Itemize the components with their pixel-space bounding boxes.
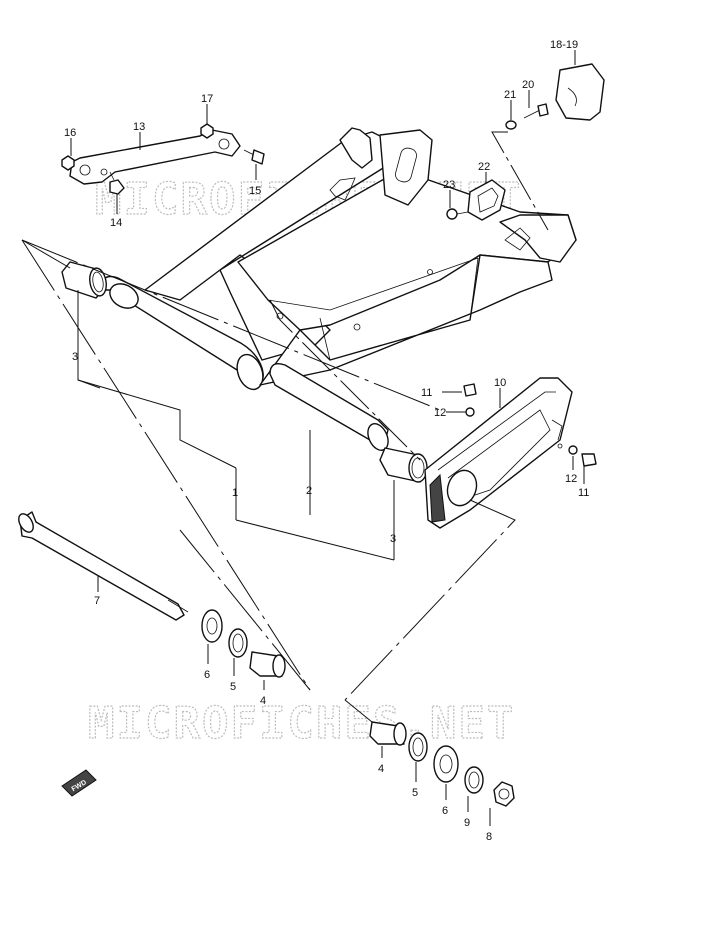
bearing-lower <box>379 447 429 483</box>
callout-5-right: 5 <box>412 787 418 799</box>
callout-7: 7 <box>94 595 100 607</box>
washer-9 <box>464 766 484 794</box>
callout-6-right: 6 <box>442 805 448 817</box>
callout-17: 17 <box>201 93 213 105</box>
screw-23 <box>446 208 469 220</box>
bolt-11-lower <box>581 453 597 467</box>
callout-4-left: 4 <box>260 695 266 707</box>
nut-8 <box>493 781 515 807</box>
chain-case <box>424 377 573 529</box>
callout-21: 21 <box>504 89 516 101</box>
callout-22: 22 <box>478 161 490 173</box>
washer-21 <box>505 120 517 130</box>
plate-22 <box>467 179 506 221</box>
nut-16 <box>61 155 75 171</box>
pivot-axle <box>18 511 189 621</box>
callout-4-right: 4 <box>378 763 384 775</box>
torque-link <box>69 129 241 185</box>
callout-11-upper: 11 <box>421 387 432 399</box>
washer-6b <box>433 745 459 783</box>
pivot-tube <box>269 362 389 451</box>
callout-16: 16 <box>64 127 76 139</box>
screw-20 <box>523 103 549 119</box>
chain-guide <box>555 63 605 121</box>
bolt-15 <box>243 149 265 165</box>
bearing-upper <box>61 261 107 299</box>
callout-2: 2 <box>306 485 312 497</box>
washer-6a <box>201 609 223 643</box>
callout-3-upper: 3 <box>72 351 78 363</box>
callout-8: 8 <box>486 831 492 843</box>
callout-15: 15 <box>249 185 261 197</box>
nut-17 <box>200 123 214 139</box>
callout-5-left: 5 <box>230 681 236 693</box>
callout-12-lower: 12 <box>565 473 577 485</box>
washer-12-upper <box>465 407 475 417</box>
callout-13: 13 <box>133 121 145 133</box>
callout-3-lower: 3 <box>390 533 396 545</box>
callout-20: 20 <box>522 79 534 91</box>
fwd-badge: FWD <box>61 769 97 797</box>
callout-23: 23 <box>443 179 455 191</box>
washer-5b <box>408 732 428 762</box>
callout-6-left: 6 <box>204 669 210 681</box>
washer-5a <box>228 628 248 658</box>
callout-10: 10 <box>494 377 506 389</box>
spacer-4b <box>369 721 407 746</box>
callout-9: 9 <box>464 817 470 829</box>
spacer-4a <box>249 651 286 678</box>
callout-1: 1 <box>232 487 238 499</box>
bolt-11-upper <box>463 383 477 397</box>
callout-11-lower: 11 <box>578 487 589 499</box>
callout-14: 14 <box>110 217 122 229</box>
leader-lines <box>21 50 585 826</box>
callout-12-upper: 12 <box>434 407 446 419</box>
bolt-14 <box>109 171 125 195</box>
watermark-bottom: MICROFICHES.NET <box>88 698 515 749</box>
callout-18-19: 18-19 <box>550 39 578 51</box>
callout-labels: 18-19 20 21 22 23 17 16 13 15 14 3 11 10… <box>64 39 589 843</box>
washer-12-lower <box>568 445 578 455</box>
swingarm <box>102 127 577 391</box>
